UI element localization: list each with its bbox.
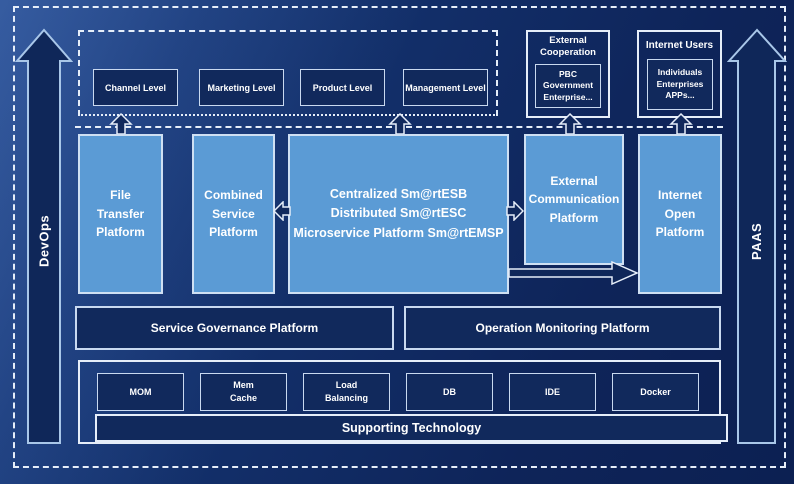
operation-monitoring-platform-box: Operation Monitoring Platform: [404, 306, 721, 350]
tech-label-db: DB: [443, 386, 456, 397]
up-arrow-icon: [109, 113, 133, 135]
file-transfer-platform-box: File Transfer Platform: [78, 134, 163, 294]
file-transfer-platform-label: File Transfer Platform: [96, 188, 145, 240]
tech-label-ide: IDE: [544, 386, 560, 397]
tech-box-load-balancing: Load Balancing: [303, 373, 390, 411]
left-arrow-icon: [273, 201, 291, 221]
external-cooperation-title: External Cooperation: [540, 35, 596, 58]
levels-dashed-group: [78, 30, 498, 116]
outer-dashed-border: [13, 6, 786, 468]
supporting-technology-label: Supporting Technology: [341, 421, 482, 435]
devops-up-arrow-icon: [15, 28, 73, 444]
external-communication-platform-box: External Communication Platform: [524, 134, 624, 265]
tech-box-docker: Docker: [612, 373, 699, 411]
external-communication-platform-label: External Communication Platform: [528, 173, 620, 225]
internet-users-box: Internet Users Individuals Enterprises A…: [637, 30, 722, 118]
tech-box-mem-cache: Mem Cache: [200, 373, 287, 411]
operation-monitoring-platform-label: Operation Monitoring Platform: [475, 321, 650, 335]
internet-users-title: Internet Users: [645, 39, 714, 51]
external-cooperation-box: External Cooperation PBC Government Ente…: [526, 30, 610, 118]
combined-service-platform-box: Combined Service Platform: [192, 134, 275, 294]
marketing-level-label: Marketing Level: [207, 82, 276, 93]
service-governance-platform-box: Service Governance Platform: [75, 306, 394, 350]
central-esb-platform-box: Centralized Sm@rtESB Distributed Sm@rtES…: [288, 134, 509, 294]
service-governance-platform-label: Service Governance Platform: [150, 321, 319, 335]
external-cooperation-detail: PBC Government Enterprise...: [542, 68, 594, 102]
management-level-label: Management Level: [405, 82, 486, 93]
paas-label: PAAS: [749, 222, 764, 260]
up-arrow-icon: [388, 113, 412, 135]
supporting-technology-bar: Supporting Technology: [95, 414, 728, 442]
central-esb-platform-label: Centralized Sm@rtESB Distributed Sm@rtES…: [293, 186, 504, 240]
long-right-arrow-icon: [508, 260, 639, 286]
supporting-technology-container: [78, 360, 721, 444]
product-level-box: Product Level: [300, 69, 385, 106]
devops-label: DevOps: [36, 214, 52, 268]
tech-box-ide: IDE: [509, 373, 596, 411]
external-cooperation-detail-box: PBC Government Enterprise...: [535, 64, 601, 108]
internet-open-platform-box: Internet Open Platform: [638, 134, 722, 294]
tech-label-mem-cache: Mem Cache: [229, 380, 257, 403]
tech-label-mom: MOM: [129, 386, 152, 397]
combined-service-platform-label: Combined Service Platform: [204, 188, 263, 240]
paas-up-arrow-icon: [727, 28, 787, 444]
tech-label-load-balancing: Load Balancing: [324, 380, 368, 403]
right-arrow-icon: [506, 201, 524, 221]
internet-users-detail-box: Individuals Enterprises APPs...: [647, 59, 713, 110]
tech-box-mom: MOM: [97, 373, 184, 411]
internet-open-platform-label: Internet Open Platform: [655, 188, 705, 240]
product-level-label: Product Level: [312, 82, 373, 93]
channel-level-label: Channel Level: [104, 82, 167, 93]
channel-level-box: Channel Level: [93, 69, 178, 106]
management-level-box: Management Level: [403, 69, 488, 106]
internet-users-detail: Individuals Enterprises APPs...: [656, 67, 704, 101]
marketing-level-box: Marketing Level: [199, 69, 284, 106]
up-arrow-icon: [558, 113, 582, 135]
up-arrow-icon: [669, 113, 693, 135]
tech-box-db: DB: [406, 373, 493, 411]
tech-label-docker: Docker: [640, 386, 671, 397]
